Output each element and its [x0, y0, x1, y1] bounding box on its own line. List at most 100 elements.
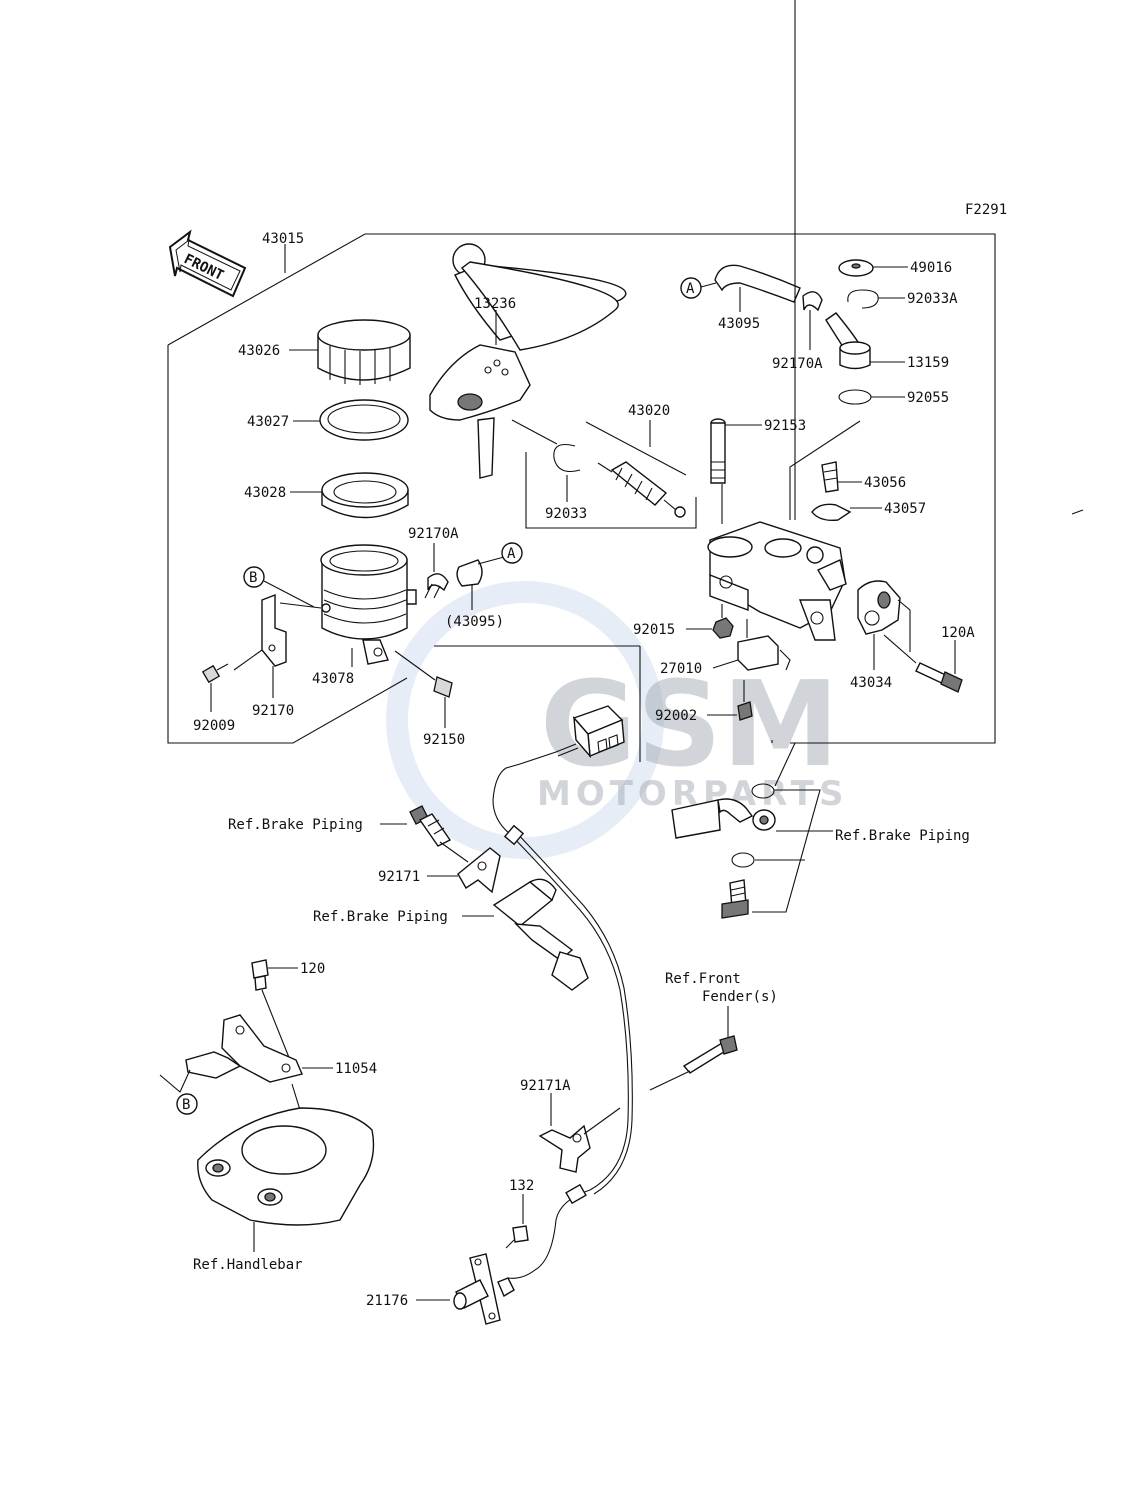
label-43056: 43056: [864, 475, 906, 491]
clamp-43034: [857, 580, 901, 635]
switch-wire-leader: [434, 645, 641, 762]
svg-text:B: B: [249, 570, 257, 586]
cable-grommet: [503, 824, 525, 846]
bracket-92171: [457, 847, 501, 894]
bracket-11054: [185, 1014, 303, 1083]
screw-92150: [394, 650, 453, 698]
cable-grommet: [565, 1183, 587, 1205]
ref-brake-piping-top: Ref.Brake Piping: [228, 817, 363, 833]
callout-circle-icon: [680, 277, 702, 299]
label-43095: 43095: [718, 316, 760, 332]
label-120: 120: [300, 961, 325, 977]
label-43028: 43028: [244, 485, 286, 501]
diaphragm-plate: [319, 399, 409, 441]
ref-brake-piping-mid: Ref.Brake Piping: [313, 909, 448, 925]
cap-43057: [811, 503, 852, 522]
screw-92002: [737, 680, 753, 721]
brake-piping-leaders: [752, 742, 833, 913]
piston-kit: [597, 461, 686, 518]
ref-front-fender-2: Fender(s): [702, 989, 778, 1005]
figure-code: F2291: [965, 202, 1007, 218]
label-43015: 43015: [262, 231, 304, 247]
label-92171: 92171: [378, 869, 420, 885]
label-27010: 27010: [660, 661, 702, 677]
label-92055: 92055: [907, 390, 949, 406]
callout-circle-icon: [176, 1093, 198, 1115]
reservoir-tank: [320, 544, 417, 665]
watermark: GSM MOTORPARTS: [386, 581, 843, 859]
label-92170A-mid: 92170A: [408, 526, 459, 542]
fender-bolt: [682, 1035, 738, 1074]
nut-92015: [712, 617, 734, 639]
brake-lever: [429, 243, 627, 479]
fitting-13159: [825, 312, 871, 370]
sensor-21176: [453, 1253, 515, 1325]
label-43020: 43020: [628, 403, 670, 419]
hose-end-43095: [456, 556, 505, 587]
label-92170A-top: 92170A: [772, 356, 823, 372]
assembly-box-left: [167, 345, 408, 744]
callout-a-mid: A: [507, 546, 516, 562]
label-13159: 13159: [907, 355, 949, 371]
circlip-92033A: [847, 289, 879, 309]
label-132: 132: [509, 1178, 534, 1194]
label-92015: 92015: [633, 622, 675, 638]
ref-brake-piping-right: Ref.Brake Piping: [835, 828, 970, 844]
label-11054: 11054: [335, 1061, 377, 1077]
callout-circle-icon: [501, 542, 523, 564]
reservoir-bracket: [261, 593, 287, 667]
label-92171A: 92171A: [520, 1078, 571, 1094]
screw-120: [251, 959, 269, 991]
ref-handlebar: Ref.Handlebar: [193, 1257, 303, 1273]
bracket-92171A: [538, 1124, 591, 1173]
handlebar-grip: [197, 1107, 375, 1226]
oring-92055: [838, 389, 872, 405]
master-cylinder-body: [707, 521, 847, 641]
assembly-box-top: [167, 233, 996, 744]
label-92170: 92170: [252, 703, 294, 719]
label-43057: 43057: [884, 501, 926, 517]
label-21176: 21176: [366, 1293, 408, 1309]
label-92033A: 92033A: [907, 291, 958, 307]
ref-front-fender-1: Ref.Front: [665, 971, 741, 987]
front-arrow-icon: FRONT: [168, 229, 247, 298]
banjo-fittings-right: [671, 783, 776, 919]
switch-connector: [492, 705, 625, 835]
pivot-bolt-92153: [710, 418, 726, 484]
brake-hose-left: [492, 878, 589, 991]
bracket-43020: [511, 419, 697, 529]
cap-49016: [838, 259, 874, 277]
bolt-120A: [915, 662, 963, 693]
clamp-92170A-top: [802, 291, 823, 312]
label-43034: 43034: [850, 675, 892, 691]
reservoir-cap: [317, 319, 411, 385]
label-92002: 92002: [655, 708, 697, 724]
label-43095-ref: (43095): [445, 614, 504, 630]
clamp-92170A-mid: [424, 573, 449, 599]
screw-132: [505, 1225, 529, 1249]
label-13236: 13236: [474, 296, 516, 312]
callout-b-leader: [159, 1069, 191, 1093]
callout-circle-icon: [243, 566, 265, 588]
callout-a-top: A: [686, 281, 695, 297]
label-43078: 43078: [312, 671, 354, 687]
diaphragm: [321, 472, 409, 519]
label-49016: 49016: [910, 260, 952, 276]
label-43027: 43027: [247, 414, 289, 430]
callout-b-upper: B: [243, 566, 315, 608]
switch-cable: [507, 833, 629, 1279]
reservoir-hose: [700, 264, 801, 303]
screw-92009: [201, 663, 229, 684]
label-92153: 92153: [764, 418, 806, 434]
banjo-bolt-left: [409, 805, 452, 847]
callout-b-lower: B: [182, 1097, 190, 1113]
label-120A: 120A: [941, 625, 975, 641]
label-92033: 92033: [545, 506, 587, 522]
label-92009: 92009: [193, 718, 235, 734]
circlip-92033: [553, 443, 581, 473]
bleeder-43056: [821, 461, 839, 493]
label-43026: 43026: [238, 343, 280, 359]
label-92150: 92150: [423, 732, 465, 748]
